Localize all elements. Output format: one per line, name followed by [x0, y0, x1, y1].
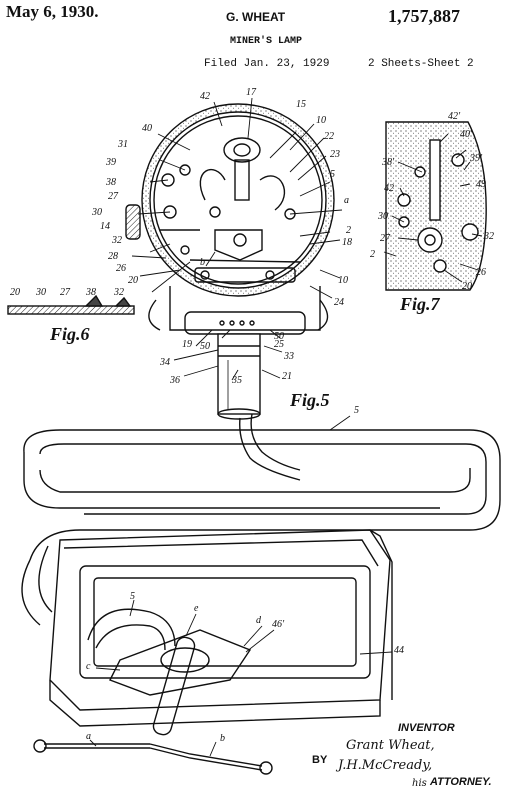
ref-a: a: [344, 195, 349, 206]
fig7-ref-20: 20: [462, 281, 472, 292]
fig5-label: Fig.5: [290, 390, 330, 410]
lamp-head-drawing: [125, 103, 335, 481]
fig7-ref-40p: 40': [460, 129, 473, 140]
ref-23: 23: [330, 149, 340, 160]
ref-5: 5: [330, 169, 335, 180]
battery-ref-b: b: [220, 733, 225, 744]
ref-40: 40: [142, 123, 152, 134]
cord-loop-drawing: [21, 429, 501, 626]
fig6-drawing: [7, 294, 135, 315]
battery-ref-44: 44: [394, 645, 404, 656]
sheet-count: 2 Sheets-Sheet 2: [368, 58, 474, 70]
fig7-ref-27: 27: [380, 233, 390, 244]
fig7-ref-32: 32: [484, 231, 494, 242]
ref-25: 25: [274, 339, 284, 350]
ref-36: 36: [170, 375, 180, 386]
ref-2: 2: [346, 225, 351, 236]
ref-10b: 10: [338, 275, 348, 286]
fig7-ref-39p: 39': [470, 153, 483, 164]
inventor-signature: Grant Wheat,: [346, 738, 435, 753]
ref-33: 33: [284, 351, 294, 362]
attorney-signature: J.H.McCready,: [338, 758, 433, 773]
battery-ref-5: 5: [130, 591, 135, 602]
fig6-ref-30: 30: [36, 287, 46, 298]
patent-title: MINER'S LAMP: [230, 36, 303, 47]
fig6-label: Fig.6: [50, 324, 90, 344]
battery-ref-46p: 46': [272, 619, 285, 630]
attorney-prefix: his: [412, 778, 427, 789]
fig6-ref-20: 20: [10, 287, 20, 298]
ref-22: 22: [324, 131, 334, 142]
battery-ref-d: d: [256, 615, 261, 626]
ref-b: b: [200, 257, 205, 268]
patent-date: May 6, 1930.: [6, 2, 99, 21]
ref-30: 30: [92, 207, 102, 218]
fig7-ref-42p: 42': [448, 111, 461, 122]
ref-24: 24: [334, 297, 344, 308]
ref-42: 42: [200, 91, 210, 102]
fig7-ref-26: 26: [476, 267, 486, 278]
fig7-ref-42: 42: [384, 183, 394, 194]
fig7-label: Fig.7: [400, 294, 440, 314]
ref-21: 21: [282, 371, 292, 382]
fig7-ref-38p: 38': [382, 157, 395, 168]
ref-5b: 5: [354, 405, 359, 416]
filed-date: Filed Jan. 23, 1929: [204, 58, 330, 70]
ref-19: 19: [182, 339, 192, 350]
fig7-ref-30: 30: [378, 211, 388, 222]
ref-10: 10: [316, 115, 326, 126]
ref-17: 17: [246, 87, 256, 98]
ref-50b: 50: [274, 331, 284, 342]
attorney-label: ATTORNEY.: [430, 776, 492, 788]
ref-31: 31: [118, 139, 128, 150]
ref-39: 39: [106, 157, 116, 168]
ref-27: 27: [108, 191, 118, 202]
inventor-name: G. WHEAT: [226, 10, 286, 24]
ref-34: 34: [160, 357, 170, 368]
ref-38: 38: [106, 177, 116, 188]
fig6-ref-27: 27: [60, 287, 70, 298]
ref-26: 26: [116, 263, 126, 274]
ref-32: 32: [112, 235, 122, 246]
inventor-label: INVENTOR: [398, 722, 455, 734]
ref-28: 28: [108, 251, 118, 262]
ref-15: 15: [296, 99, 306, 110]
ref-35: 35: [232, 375, 242, 386]
battery-ref-a: a: [86, 731, 91, 742]
by-label: BY: [312, 754, 328, 766]
ref-50: 50: [200, 341, 210, 352]
fig6-ref-32: 32: [114, 287, 124, 298]
leader-lines: [89, 97, 483, 757]
patent-number: 1,757,887: [388, 6, 460, 26]
fig7-drawing: [385, 121, 487, 291]
ref-14: 14: [100, 221, 110, 232]
fig7-ref-49: 49: [476, 179, 486, 190]
battery-ref-e: e: [194, 603, 199, 614]
battery-case-drawing: [33, 529, 393, 775]
ref-18: 18: [342, 237, 352, 248]
fig6-ref-38: 38: [86, 287, 96, 298]
battery-ref-c: c: [86, 661, 91, 672]
fig7-ref-2: 2: [370, 249, 375, 260]
ref-20: 20: [128, 275, 138, 286]
